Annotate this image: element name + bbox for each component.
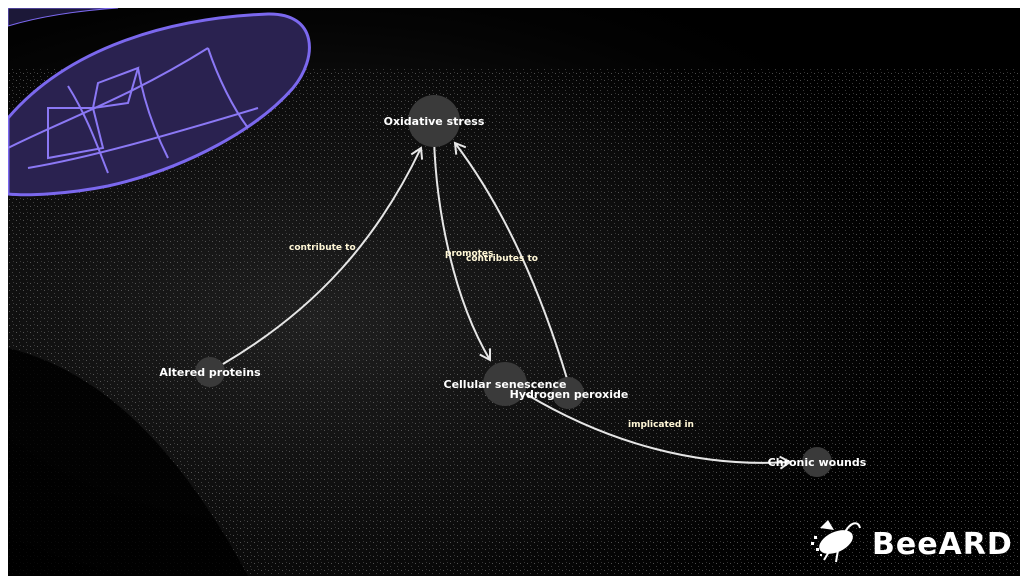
node-labels: Oxidative stress Altered proteins Cellul… (159, 115, 866, 469)
node-hydrogen-peroxide[interactable] (552, 377, 584, 409)
node-chronic-wounds[interactable] (802, 447, 832, 477)
graph-svg: contribute to promotes contributes to im… (8, 8, 1020, 576)
edge-senescence-wounds (525, 393, 792, 470)
bee-wing-illustration (8, 8, 311, 197)
bee-icon (811, 520, 861, 563)
node-oxidative-stress[interactable] (408, 95, 460, 147)
edge-label-contributes-to: contributes to (466, 254, 538, 264)
logo-text: BeeARD (872, 527, 1013, 562)
node-label-cellular-senescence: Cellular senescence (444, 378, 567, 391)
node-altered-proteins[interactable] (195, 357, 225, 387)
edge-oxidative-senescence (433, 137, 492, 362)
edges (222, 137, 792, 470)
node-label-hydrogen-peroxide: Hydrogen peroxide (510, 388, 629, 401)
beeard-logo: BeeARD (811, 520, 1013, 563)
node-label-altered-proteins: Altered proteins (159, 366, 261, 379)
edge-altered-oxidative (222, 146, 424, 365)
edge-label-implicated-in: implicated in (628, 420, 694, 430)
edge-peroxide-oxidative (453, 141, 569, 383)
node-label-oxidative-stress: Oxidative stress (384, 115, 485, 128)
node-label-chronic-wounds: Chronic wounds (768, 456, 867, 469)
edge-labels: contribute to promotes contributes to im… (289, 243, 694, 430)
nodes (195, 95, 832, 477)
background-shadow (8, 348, 248, 576)
graph-canvas: contribute to promotes contributes to im… (8, 8, 1020, 576)
edge-label-contribute-to: contribute to (289, 243, 356, 253)
edge-label-promotes: promotes (445, 249, 493, 259)
node-cellular-senescence[interactable] (483, 362, 527, 406)
